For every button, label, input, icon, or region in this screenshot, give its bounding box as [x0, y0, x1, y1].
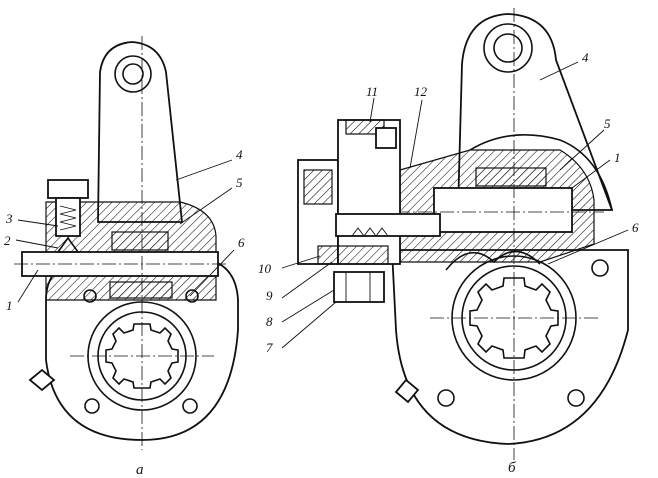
label-b-12: 12	[414, 84, 428, 99]
label-b-9: 9	[266, 288, 273, 303]
pivot-hole-outer-a	[114, 55, 152, 93]
label-a-1: 1	[6, 298, 13, 313]
worm-gear-a	[111, 231, 169, 251]
label-a-4: 4	[236, 147, 243, 162]
housing-arc-b	[469, 134, 613, 211]
worm-gear-b	[475, 167, 547, 187]
label-b-1: 1	[614, 150, 621, 165]
bottom-section-b	[317, 245, 389, 265]
view-b: 4 5 1 6 11 12 10 9 8 7 б	[258, 8, 639, 476]
worm-b	[433, 187, 573, 233]
view-a: 1 2 3 4 5 6 а	[4, 36, 245, 478]
clutch-shaft-b	[335, 213, 441, 237]
worm-teeth-a	[109, 281, 173, 299]
cover-section-b	[303, 169, 333, 205]
top-bolt-b	[375, 127, 397, 149]
caption-b: б	[508, 460, 516, 476]
side-bolt-b	[591, 259, 609, 277]
label-b-6: 6	[632, 220, 639, 235]
plunger-housing-a	[55, 197, 81, 237]
label-a-5: 5	[236, 175, 243, 190]
plunger-cap-a	[47, 179, 89, 199]
grease-nipple-a	[28, 368, 56, 392]
ball-lock-a	[56, 236, 80, 253]
top-cap-b	[345, 119, 385, 135]
spline-b	[469, 277, 559, 359]
caption-a: а	[136, 462, 144, 478]
clutch-spring-b	[351, 227, 389, 237]
pivot-hole-inner-a	[122, 63, 144, 85]
pivot-hole-outer-b	[483, 23, 533, 73]
worm-teeth-b	[445, 250, 541, 271]
label-b-11: 11	[366, 84, 378, 99]
lower-bolt-b	[333, 271, 385, 303]
label-b-7: 7	[266, 340, 273, 355]
bottom-bolt-a-1	[84, 398, 100, 414]
bottom-bolt-a-2	[182, 398, 198, 414]
label-a-3: 3	[5, 211, 13, 226]
lever-body-b	[391, 249, 629, 445]
bolt-a-1	[83, 289, 97, 303]
pivot-hole-inner-b	[493, 33, 523, 63]
label-b-8: 8	[266, 314, 273, 329]
bottom-bolt-b-2	[567, 389, 585, 407]
label-a-6: 6	[238, 235, 245, 250]
lever-arm-a	[97, 41, 184, 223]
label-a-2: 2	[4, 233, 11, 248]
spring-a	[59, 205, 77, 231]
bottom-bolt-b-1	[437, 389, 455, 407]
label-b-10: 10	[258, 261, 272, 276]
bolt-a-2	[185, 289, 199, 303]
label-b-5: 5	[604, 116, 611, 131]
grease-nipple-b	[394, 378, 420, 404]
label-b-4: 4	[582, 50, 589, 65]
